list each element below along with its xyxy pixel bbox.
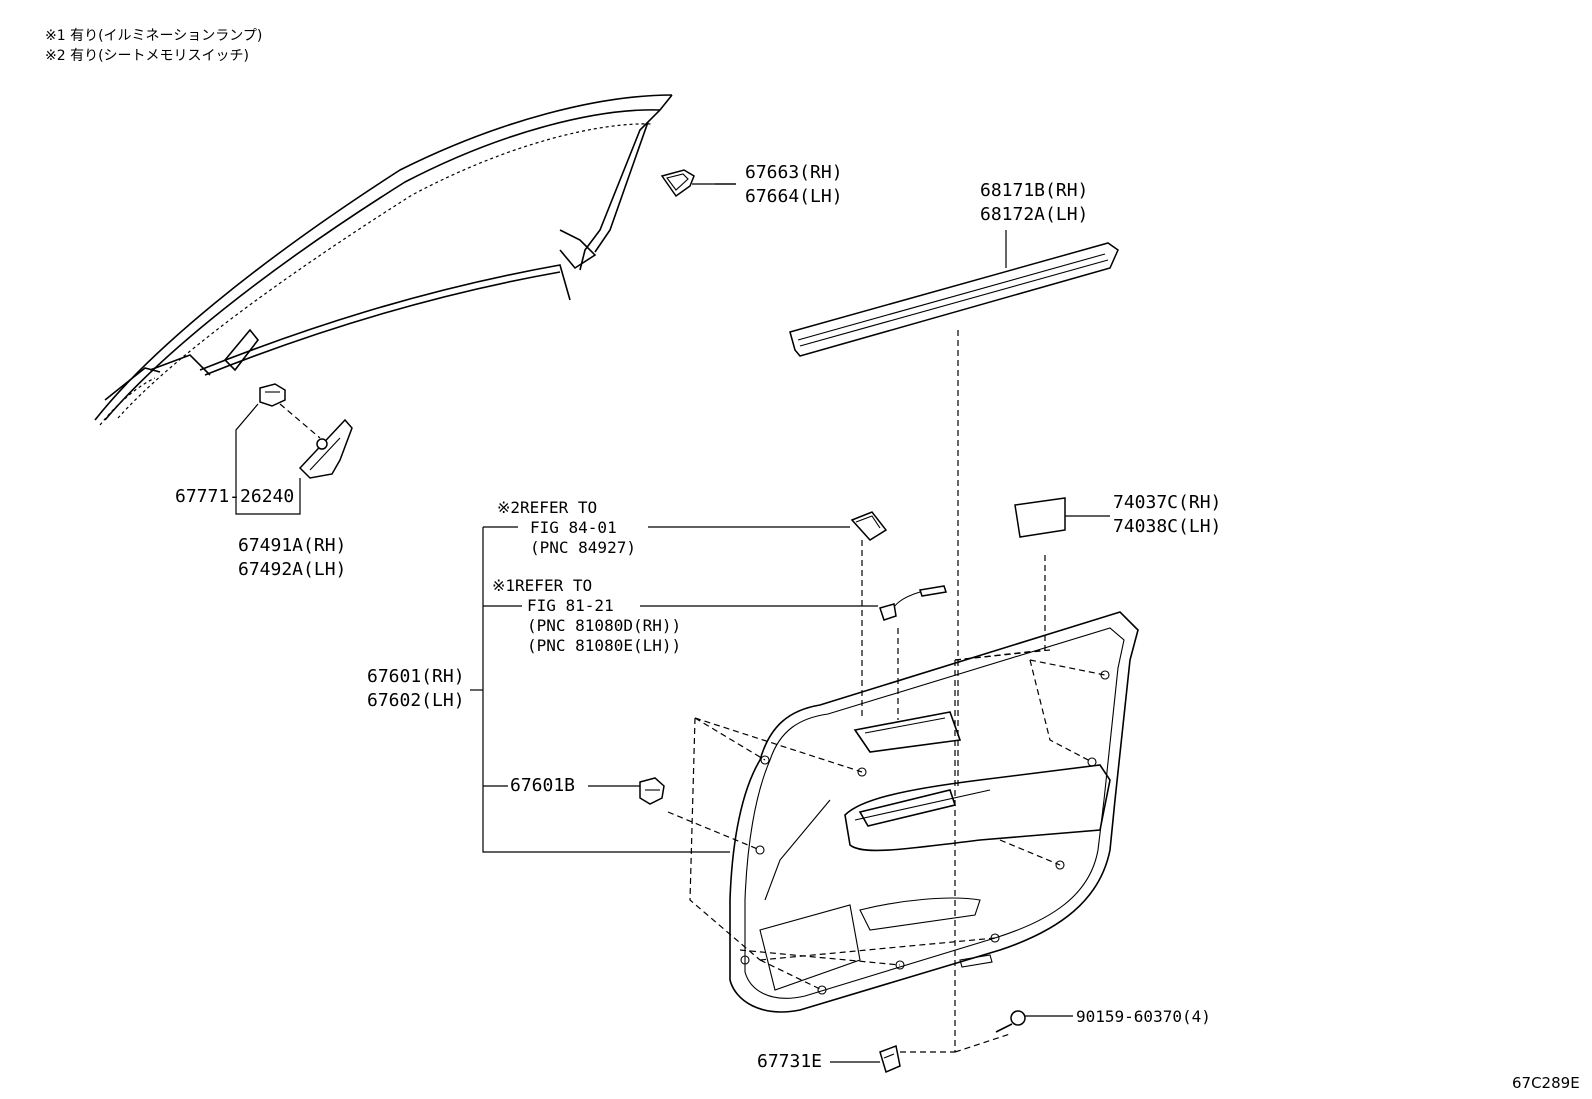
- memory-switch-part: [648, 511, 888, 541]
- note-illumination: ※1 有り(イルミネーションランプ): [45, 28, 263, 44]
- insulator-pad: [1014, 497, 1110, 538]
- label-68172a-lh: 68172A(LH): [980, 204, 1089, 225]
- illumination-lamp-part: [640, 585, 947, 621]
- label-67601-rh: 67601(RH): [367, 666, 465, 687]
- label-67601b: 67601B: [510, 775, 576, 796]
- ref1-line1: ※1REFER TO: [492, 576, 593, 595]
- panel-clip-67601b: [588, 777, 665, 805]
- label-67664-lh: 67664(LH): [745, 186, 843, 207]
- door-window-frame: [94, 94, 673, 426]
- label-74037c-rh: 74037C(RH): [1113, 492, 1222, 513]
- ref2-line1: ※2REFER TO: [497, 498, 598, 517]
- ref2-line2: FIG 84-01: [530, 518, 617, 537]
- label-67731e: 67731E: [757, 1051, 823, 1072]
- label-67602-lh: 67602(LH): [367, 690, 465, 711]
- label-74038c-lh: 74038C(LH): [1113, 516, 1222, 537]
- label-67771: 67771-26240: [175, 486, 295, 507]
- figure-code: 67C289E: [1512, 1074, 1580, 1092]
- clip-projection-lines: [667, 330, 1106, 1053]
- panel-group-bracket: [470, 183, 736, 853]
- label-67492a-lh: 67492A(LH): [238, 559, 347, 580]
- ref1-line4: (PNC 81080E(LH)): [527, 636, 682, 655]
- label-68171b-rh: 68171B(RH): [980, 180, 1089, 201]
- bracket-67731e: [830, 1044, 901, 1074]
- label-67491a-rh: 67491A(RH): [238, 535, 347, 556]
- ref1-line2: FIG 81-21: [527, 596, 614, 615]
- door-trim-panel: [729, 611, 1139, 1013]
- note-memory-switch: ※2 有り(シートメモリスイッチ): [45, 48, 250, 64]
- screw-90159: [995, 1010, 1073, 1033]
- ref2-line3: (PNC 84927): [530, 538, 636, 557]
- mirror-bracket-assembly: [235, 383, 353, 515]
- corner-trim-piece: [660, 169, 736, 198]
- label-67663-rh: 67663(RH): [745, 162, 843, 183]
- label-90159: 90159-60370(4): [1076, 1007, 1211, 1026]
- ref1-line3: (PNC 81080D(RH)): [527, 616, 682, 635]
- belt-weatherstrip: [789, 230, 1119, 357]
